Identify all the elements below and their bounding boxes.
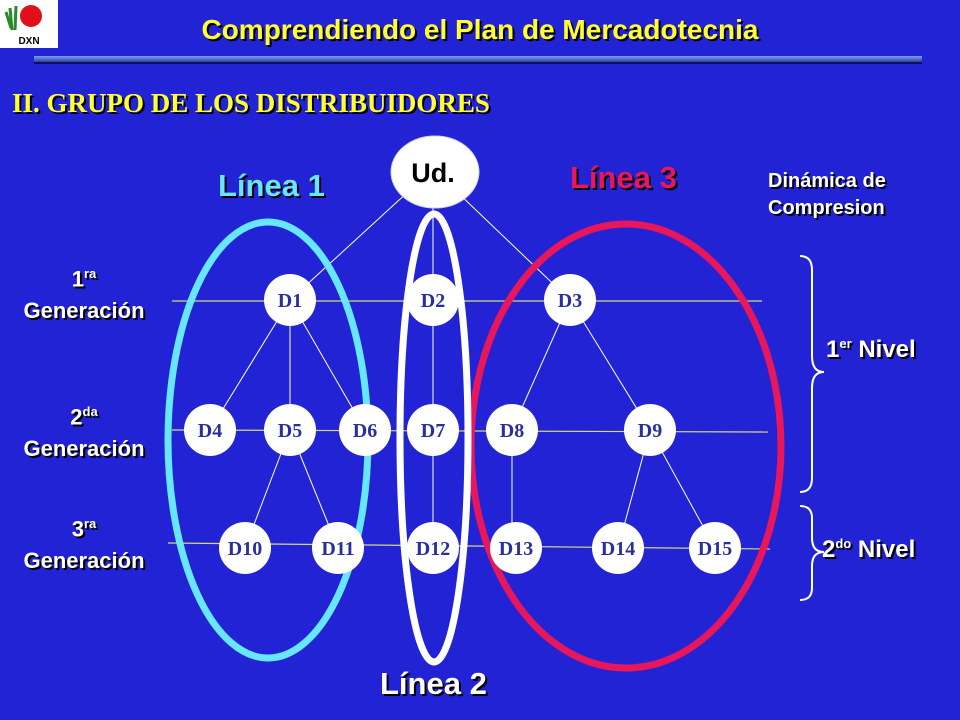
generation-3-number: 3 bbox=[71, 516, 84, 542]
logo-text: DXN bbox=[18, 36, 39, 47]
level-1-number: 1 bbox=[826, 336, 840, 363]
dynamic-compression-line-1: Dinámica de bbox=[768, 170, 886, 192]
title-divider bbox=[34, 56, 922, 62]
node-d3-label: D3 bbox=[558, 290, 582, 312]
line-2-label: Línea 2 bbox=[380, 666, 487, 701]
dxn-logo: DXN bbox=[0, 0, 58, 48]
section-heading: II. GRUPO DE LOS DISTRIBUIDORES bbox=[12, 88, 490, 118]
dynamic-compression-line-2: Compresion bbox=[768, 197, 885, 219]
level-2-text: Nivel bbox=[857, 536, 916, 563]
generation-2-suffix: da bbox=[82, 404, 98, 419]
dynamic-compression-label: Dinámica de Compresion bbox=[768, 168, 886, 222]
node-d1-label: D1 bbox=[278, 290, 302, 312]
line-2-group-ellipse bbox=[396, 210, 472, 666]
level-1-text: Nivel bbox=[858, 336, 916, 363]
generation-2-label: 2da Generación bbox=[4, 396, 164, 465]
level-2-brace bbox=[799, 505, 825, 601]
tree-connectors bbox=[209, 189, 716, 549]
node-d3: D3 bbox=[544, 274, 596, 326]
level-2-suffix: do bbox=[835, 536, 852, 551]
node-d7: D7 bbox=[407, 404, 459, 456]
node-d14: D14 bbox=[592, 522, 644, 574]
line-1-label: Línea 1 bbox=[218, 168, 325, 203]
generation-1-suffix: ra bbox=[83, 266, 97, 281]
node-d7-label: D7 bbox=[421, 420, 445, 442]
generation-1-number: 1 bbox=[71, 266, 84, 292]
node-d14-label: D14 bbox=[601, 538, 635, 560]
node-d6-label: D6 bbox=[353, 420, 377, 442]
line-3-label: Línea 3 bbox=[570, 160, 677, 195]
line-3-group-ellipse bbox=[467, 220, 785, 672]
node-d11: D11 bbox=[312, 522, 364, 574]
node-d10-label: D10 bbox=[228, 538, 262, 560]
root-node-label: Ud. bbox=[411, 158, 455, 188]
node-d15: D15 bbox=[689, 522, 741, 574]
level-2-label: 2do Nivel bbox=[822, 536, 915, 564]
generation-2-guide bbox=[171, 429, 769, 433]
node-d8-label: D8 bbox=[500, 420, 524, 442]
line-1-group-ellipse bbox=[164, 218, 372, 662]
node-d10: D10 bbox=[219, 522, 271, 574]
logo-mark: DXN bbox=[4, 5, 42, 47]
node-d5-label: D5 bbox=[278, 420, 302, 442]
node-d2: D2 bbox=[407, 274, 459, 326]
node-d15-label: D15 bbox=[698, 538, 732, 560]
node-d4-label: D4 bbox=[198, 420, 222, 442]
generation-3-guide bbox=[167, 542, 771, 550]
root-node bbox=[390, 135, 480, 209]
level-1-label: 1er Nivel bbox=[826, 336, 916, 364]
level-2-number: 2 bbox=[822, 536, 836, 563]
node-d1: D1 bbox=[264, 274, 316, 326]
node-d11-label: D11 bbox=[321, 538, 354, 560]
level-1-brace bbox=[799, 255, 825, 493]
generation-3-text: Generación bbox=[23, 548, 145, 574]
node-d9-label: D9 bbox=[638, 420, 662, 442]
node-d8: D8 bbox=[486, 404, 538, 456]
generation-3-label: 3ra Generación bbox=[4, 508, 164, 577]
node-d4: D4 bbox=[184, 404, 236, 456]
node-d13: D13 bbox=[490, 522, 542, 574]
generation-2-text: Generación bbox=[23, 436, 145, 462]
generation-2-number: 2 bbox=[70, 404, 83, 430]
node-d2-label: D2 bbox=[421, 290, 445, 312]
node-d12-label: D12 bbox=[416, 538, 450, 560]
node-d12: D12 bbox=[407, 522, 459, 574]
node-d5: D5 bbox=[264, 404, 316, 456]
generation-1-text: Generación bbox=[23, 298, 145, 324]
node-d13-label: D13 bbox=[499, 538, 533, 560]
node-d9: D9 bbox=[624, 404, 676, 456]
level-1-suffix: er bbox=[839, 336, 852, 351]
generation-3-suffix: ra bbox=[83, 516, 97, 531]
slide-title: Comprendiendo el Plan de Mercadotecnia bbox=[201, 14, 759, 45]
generation-1-label: 1ra Generación bbox=[4, 258, 164, 327]
node-d6: D6 bbox=[339, 404, 391, 456]
